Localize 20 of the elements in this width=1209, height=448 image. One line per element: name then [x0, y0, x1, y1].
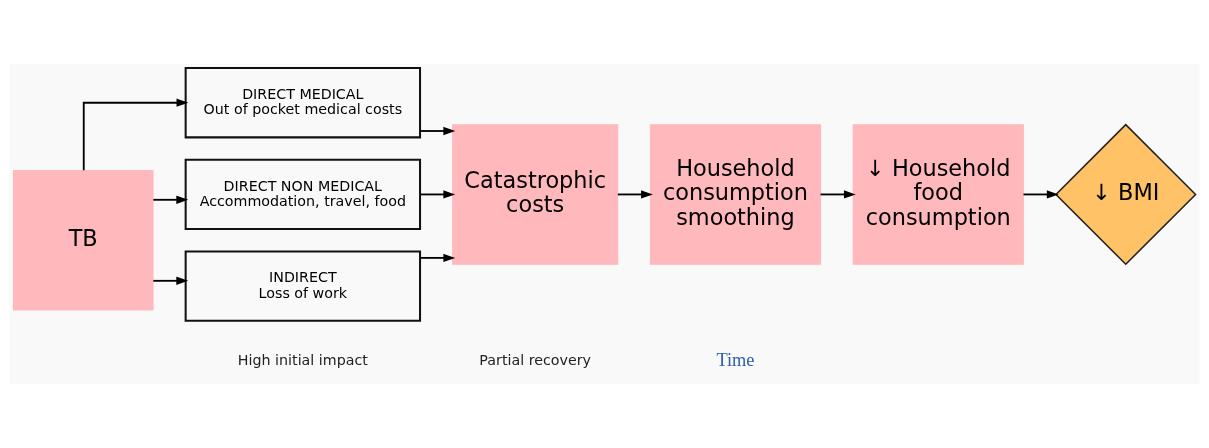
node-box: DIRECT NON MEDICAL Accommodation, travel, food: [184, 158, 422, 231]
arrow: [819, 190, 856, 199]
arrow: [82, 98, 189, 172]
arrow: [152, 195, 189, 204]
node-box: DIRECT MEDICAL Out of pocket medical costs: [184, 67, 422, 139]
label: High initial impact: [237, 352, 368, 369]
node-diamond: ↓ BMI: [1054, 123, 1197, 266]
node-box: TB: [12, 170, 154, 311]
node-box: ↓ Household food consumption: [852, 124, 1024, 265]
label: Time: [716, 350, 755, 371]
node-box: INDIRECT Loss of work: [184, 250, 422, 322]
arrow: [616, 190, 653, 199]
arrow: [419, 253, 456, 263]
arrow: [419, 190, 456, 199]
arrow: [1022, 190, 1059, 199]
node-box: Household consumption smoothing: [649, 124, 822, 265]
node-box: Catastrophic costs: [452, 124, 619, 265]
arrow: [152, 276, 189, 285]
arrow: [419, 126, 456, 136]
label: Partial recovery: [479, 352, 592, 369]
